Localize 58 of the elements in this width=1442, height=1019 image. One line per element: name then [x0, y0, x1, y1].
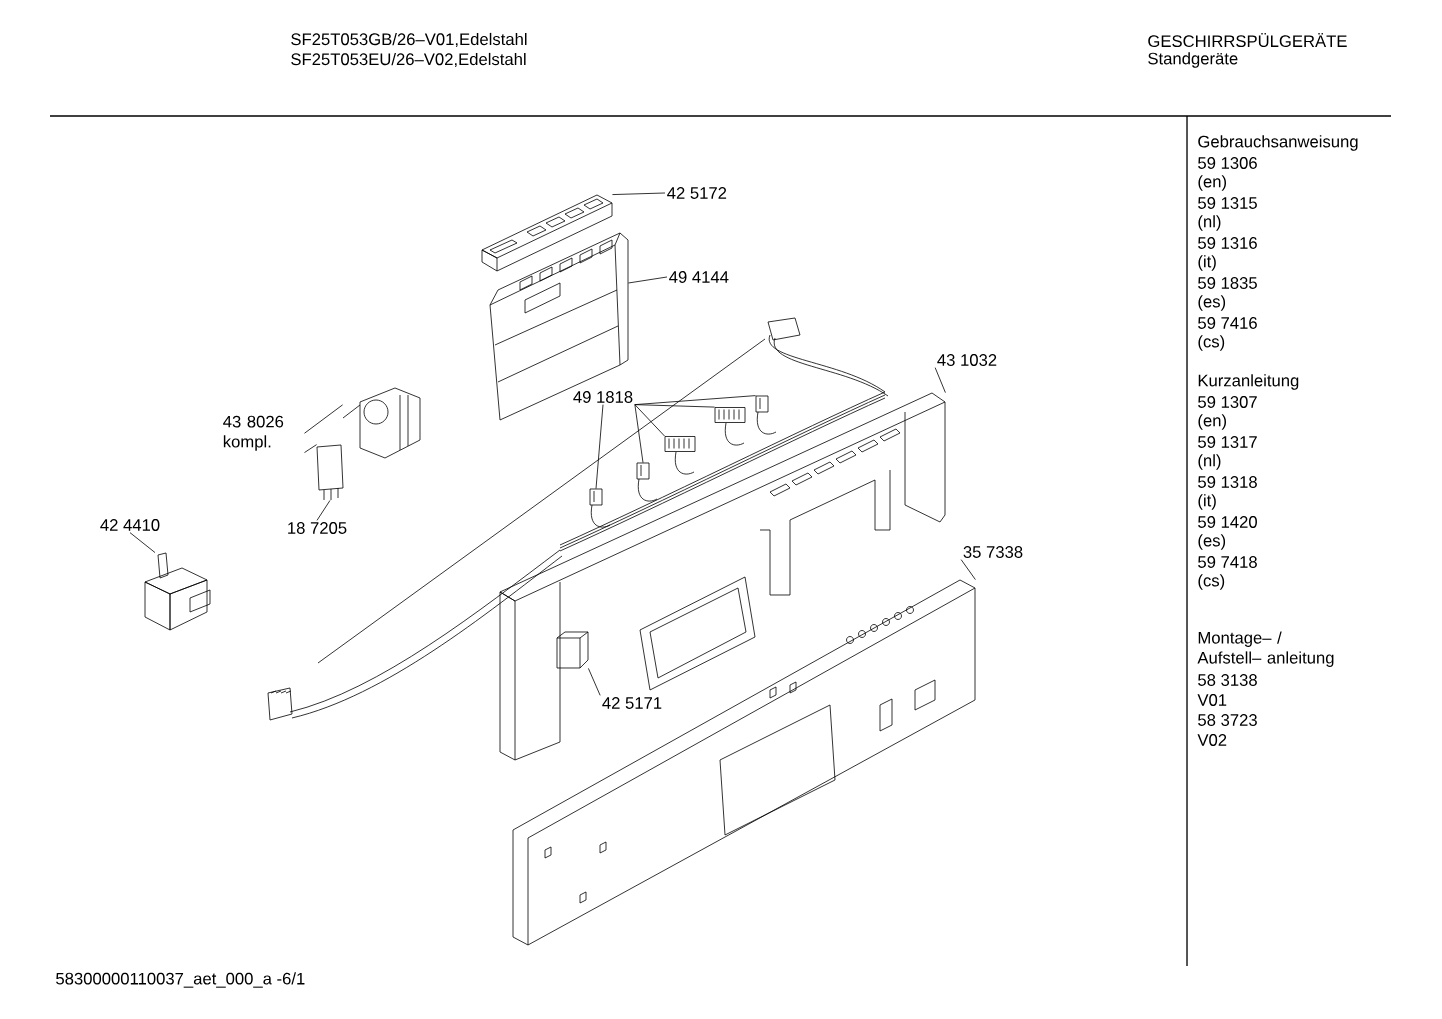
- part-number: 42 4410: [100, 519, 160, 531]
- leader-line: [304, 404, 343, 434]
- document-list-text: 58 3723: [1198, 714, 1257, 726]
- leader-line: [634, 404, 665, 437]
- document-list-text: Kurzanleitung: [1198, 374, 1299, 390]
- document-list-text: (es): [1198, 534, 1226, 550]
- document-list-text: 59 7416: [1198, 317, 1257, 329]
- leader-line: [628, 276, 668, 284]
- leader-line: [612, 192, 666, 195]
- document-list-text: (nl): [1198, 454, 1221, 470]
- document-list-text: V01: [1197, 694, 1227, 706]
- document-list-text: 59 1317: [1198, 436, 1257, 448]
- document-list-text: (en): [1198, 414, 1226, 430]
- header-text: SF25T053EU/26–V02,Edelstahl: [291, 52, 526, 68]
- document-list-text: 59 1420: [1198, 516, 1257, 528]
- header-text: Standgeräte: [1148, 52, 1238, 68]
- document-list-text: (cs): [1198, 574, 1225, 590]
- document-list-text: (nl): [1198, 215, 1221, 231]
- leader-line: [634, 404, 644, 463]
- leader-line: [129, 532, 156, 553]
- document-list-text: 59 7418: [1198, 556, 1257, 568]
- header-text: GESCHIRRSPÜLGERÄTE: [1148, 32, 1347, 48]
- cube-drawing: [556, 631, 589, 669]
- document-list-text: V02: [1197, 734, 1227, 746]
- leader-line: [588, 668, 601, 696]
- document-list-text: 59 1315: [1198, 197, 1257, 209]
- relay-drawing: [144, 552, 211, 631]
- document-list-text: (it): [1198, 255, 1216, 271]
- document-list-text: Gebrauchsanweisung: [1198, 135, 1358, 151]
- footer-text: 58300000110037_aet_000_a -6/1: [56, 972, 305, 988]
- note-text: Montage– / Aufstell– anleitung: [1197, 631, 1334, 667]
- suppressor-drawing: [316, 444, 344, 501]
- header-text: SF25T053GB/26–V01,Edelstahl: [291, 32, 527, 48]
- document-list-text: (it): [1198, 494, 1216, 510]
- document-list-text: 59 1835: [1198, 277, 1257, 289]
- part-number: 49 4144: [669, 271, 729, 283]
- fascia-drawing: [499, 392, 946, 761]
- leader-line: [934, 367, 946, 393]
- document-list-text: 59 1318: [1198, 476, 1257, 488]
- leader-line: [316, 500, 331, 521]
- leader-line: [595, 404, 604, 489]
- leader-line: [960, 559, 976, 580]
- switch-drawing: [342, 387, 421, 459]
- part-number: 43 8026 kompl.: [223, 415, 284, 451]
- leader-line: [634, 395, 756, 406]
- document-list-text: 59 1307: [1198, 396, 1257, 408]
- control-panel-drawing: [512, 579, 976, 946]
- document-list-text: 59 1316: [1198, 237, 1257, 249]
- document-list-text: (es): [1198, 295, 1226, 311]
- document-list-text: (en): [1198, 175, 1226, 191]
- keypad-strip-drawing: [481, 194, 613, 272]
- document-list-text: 59 1306: [1198, 157, 1257, 169]
- part-number: 42 5172: [667, 187, 727, 199]
- part-number: 35 7338: [963, 546, 1023, 558]
- part-number: 43 1032: [937, 354, 997, 366]
- leader-line: [304, 444, 317, 453]
- document-list-text: 58 3138: [1198, 674, 1257, 686]
- document-list-text: (cs): [1198, 335, 1225, 351]
